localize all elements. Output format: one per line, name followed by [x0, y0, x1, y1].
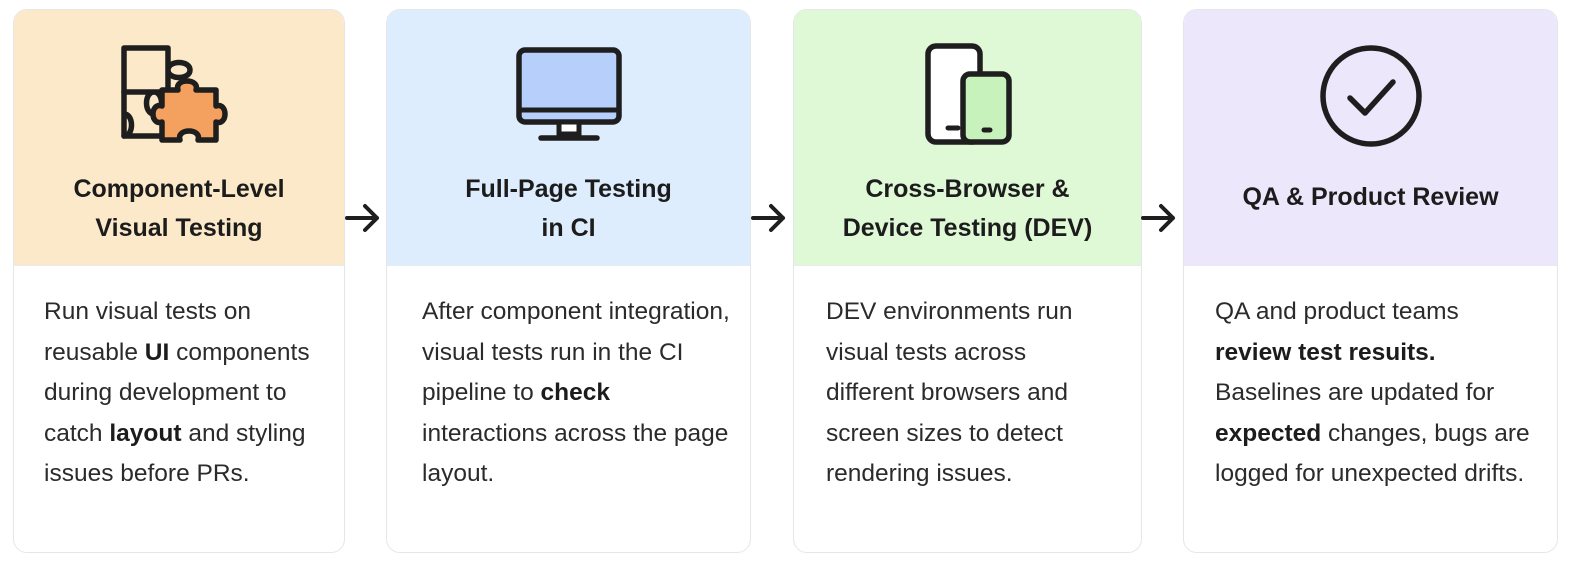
emphasis-text: UI: [144, 338, 170, 366]
step-title: Component-Level Visual Testing: [73, 175, 285, 242]
emphasis-text: expected: [1215, 419, 1322, 447]
arrow-right-icon: [1141, 204, 1175, 232]
monitor-icon: [387, 40, 750, 150]
step-title: Cross-Browser & Device Testing (DEV): [842, 175, 1093, 242]
step-card-qa-review: QA & Product Review QA and product teams…: [1183, 9, 1558, 553]
body-text: Run visual tests on reusable: [44, 298, 251, 366]
devices-icon: [794, 40, 1141, 150]
body-text: QA and product teams: [1215, 298, 1459, 325]
puzzle-icon: [14, 40, 344, 150]
body-text: After component integration, visual test…: [422, 298, 730, 406]
step-card-header: Full-Page Testing in CI: [387, 10, 750, 266]
step-card-header: Component-Level Visual Testing: [14, 10, 344, 266]
step-title: QA & Product Review: [1242, 183, 1499, 211]
body-text: interactions across the page layout.: [422, 419, 729, 488]
step-description: Run visual tests on reusable UI componen…: [14, 266, 344, 495]
step-description-text: After component integration, visual test…: [422, 292, 730, 495]
step-card-cross-browser: Cross-Browser & Device Testing (DEV) DEV…: [793, 9, 1142, 553]
body-text: components during development to catch: [44, 338, 310, 447]
step-card-header: Cross-Browser & Device Testing (DEV): [794, 10, 1141, 266]
emphasis-text: check: [540, 379, 610, 406]
step-description-text: Run visual tests on reusable UI componen…: [44, 292, 324, 495]
arrow-right-icon: [751, 204, 785, 232]
step-description: DEV environments run visual tests across…: [794, 266, 1141, 495]
step-description: After component integration, visual test…: [387, 266, 750, 495]
step-card-component-level: Component-Level Visual Testing Run visua…: [13, 9, 345, 553]
step-card-header: QA & Product Review: [1184, 10, 1557, 266]
step-card-full-page: Full-Page Testing in CI After component …: [386, 9, 751, 553]
body-text: and styling issues before PRs.: [44, 419, 306, 488]
arrow-right-icon: [345, 204, 379, 232]
step-description: QA and product teams review test resuits…: [1184, 266, 1557, 495]
step-description-text: QA and product teams review test resuits…: [1215, 292, 1537, 495]
body-text: changes, bugs are logged for unexpec­ted…: [1215, 419, 1530, 488]
body-text: DEV environments run visual tests across…: [826, 298, 1073, 487]
step-description-text: DEV environments run visual tests across…: [826, 292, 1121, 495]
check-circle-icon: [1184, 40, 1557, 150]
emphasis-text: layout: [109, 419, 182, 447]
puzzle-piece-front: [150, 78, 228, 143]
step-title: Full-Page Testing in CI: [465, 175, 672, 242]
emphasis-text: review test resuits.: [1215, 338, 1436, 366]
body-text: Baselines are updated for: [1215, 379, 1495, 406]
